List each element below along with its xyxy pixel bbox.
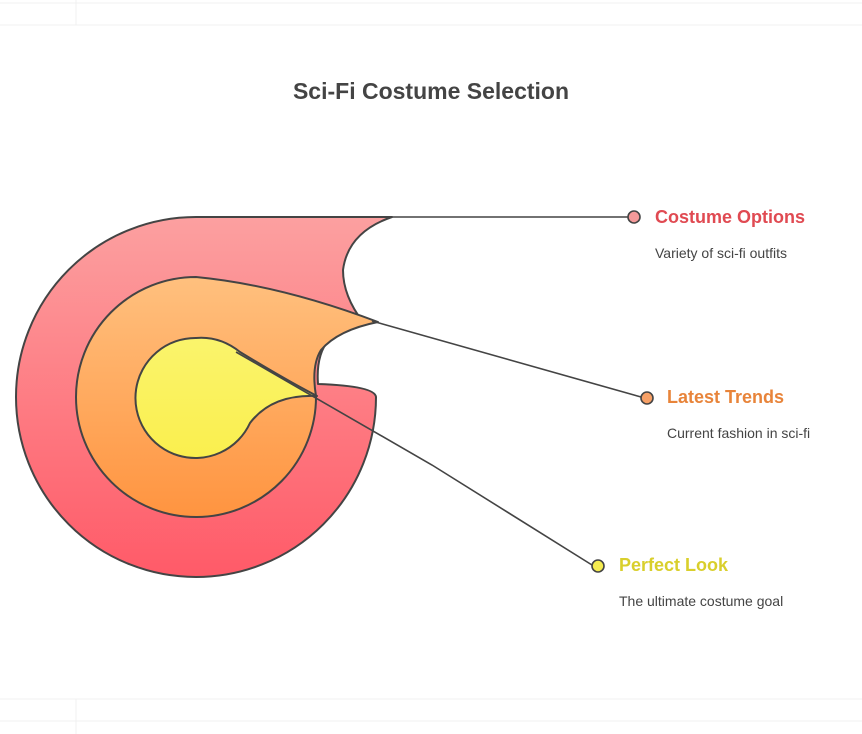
connector-lines xyxy=(235,216,642,566)
connector-perfect-look xyxy=(235,351,593,566)
dot-perfect-look xyxy=(591,559,605,573)
label-costume-options: Costume Options xyxy=(655,207,806,227)
diagram-title: Sci-Fi Costume Selection xyxy=(292,78,570,104)
dot-costume-options xyxy=(627,210,641,224)
inner-circle-perfect-look xyxy=(134,336,318,459)
desc-latest-trends: Current fashion in sci-fi xyxy=(667,425,811,441)
connector-latest-trends xyxy=(371,320,642,398)
desc-costume-options: Variety of sci-fi outfits xyxy=(655,245,788,261)
desc-perfect-look: The ultimate costume goal xyxy=(619,593,784,609)
label-latest-trends: Latest Trends xyxy=(667,387,785,407)
label-perfect-look: Perfect Look xyxy=(619,555,729,575)
dot-latest-trends xyxy=(640,391,654,405)
